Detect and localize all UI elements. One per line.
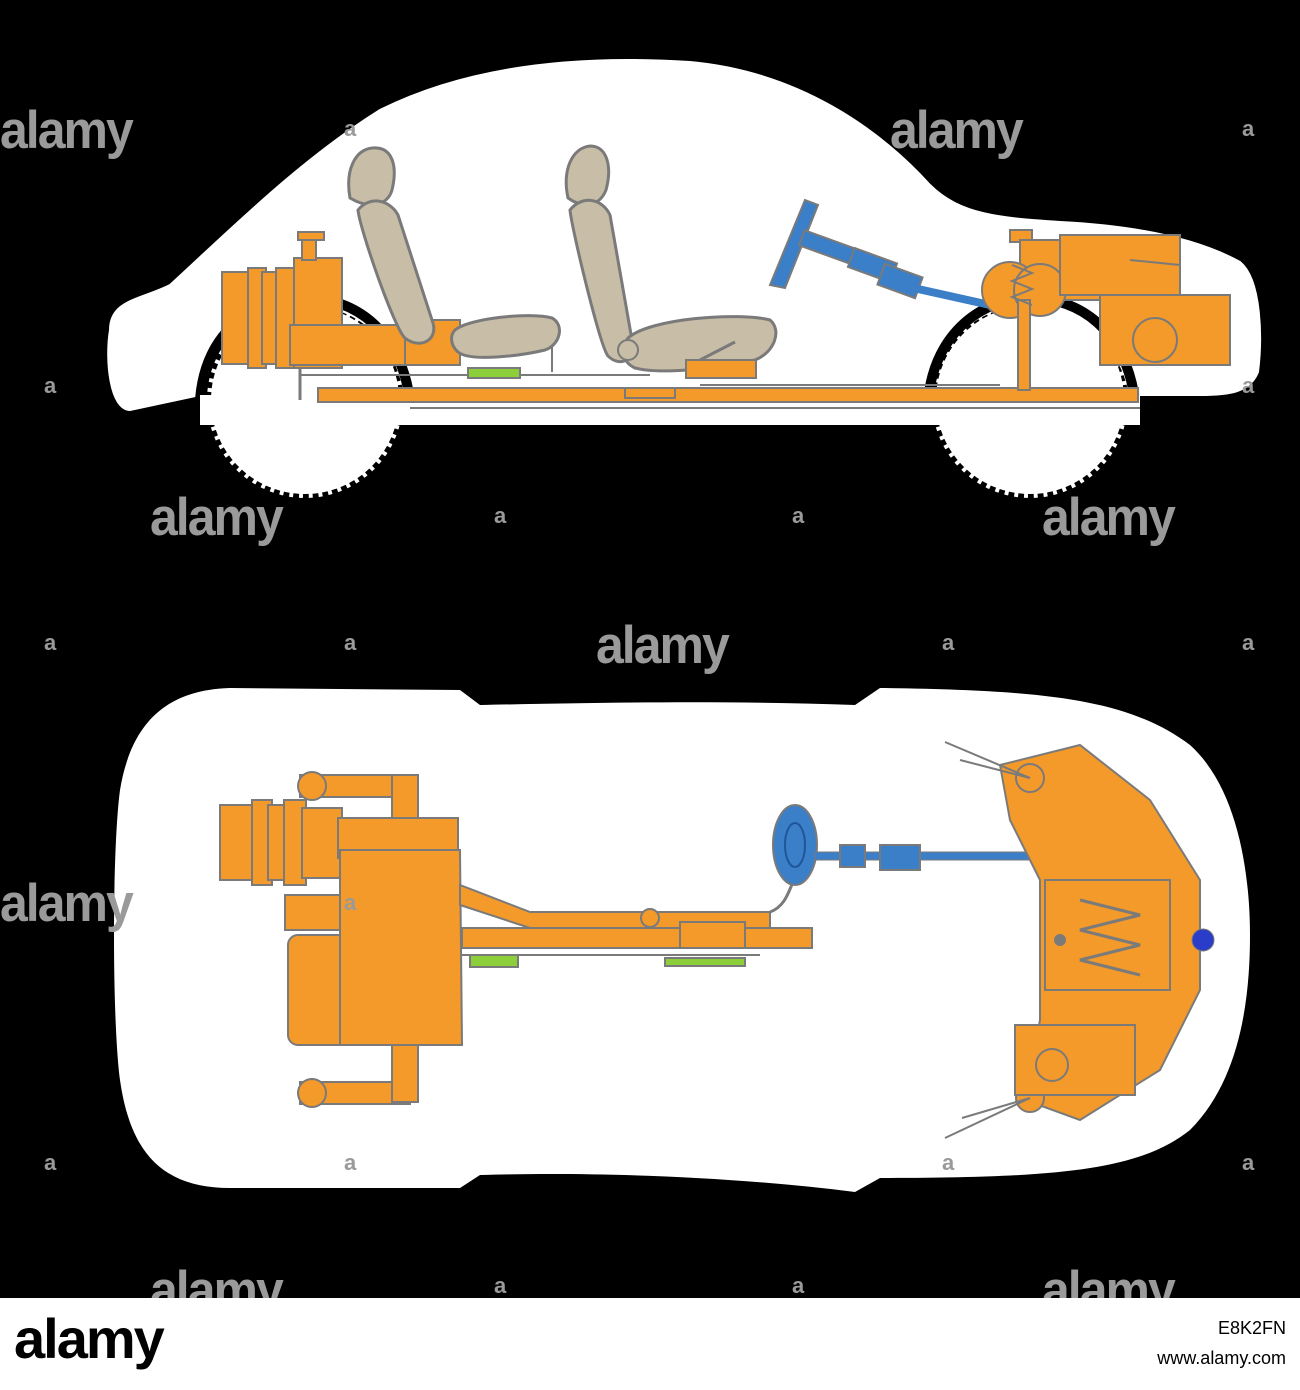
watermark-mark: a: [44, 1150, 57, 1175]
watermark-mark: a: [942, 1150, 955, 1175]
front-assembly-top: [944, 741, 1215, 1139]
watermark-mark: a: [44, 373, 57, 398]
watermark-mark: a: [44, 630, 57, 655]
watermark-mark: a: [792, 1273, 805, 1298]
watermark-mark: a: [1242, 116, 1255, 141]
watermark-mark: a: [344, 116, 357, 141]
watermark-mark: a: [1242, 1150, 1255, 1175]
engine-top: [219, 799, 464, 1046]
center-tunnel-top: [459, 868, 813, 968]
image-id: E8K2FN: [1217, 1318, 1286, 1338]
footer-url[interactable]: www.alamy.com: [1157, 1348, 1286, 1368]
watermark-mark: a: [792, 503, 805, 528]
watermark-mark: a: [1242, 373, 1255, 398]
watermark-mark: a: [344, 1150, 357, 1175]
handbrake-base: [685, 359, 757, 379]
front-assembly-side: [981, 229, 1231, 391]
green-part-1: [467, 367, 521, 379]
stock-footer: alamy E8K2FN www.alamy.com: [0, 1298, 1300, 1390]
steering-top: [772, 804, 1046, 886]
watermark-text: alamy: [890, 100, 1024, 160]
watermark-mark: a: [494, 503, 507, 528]
side-view: [107, 59, 1262, 502]
front-seat: [564, 144, 778, 373]
watermark-mark: a: [344, 630, 357, 655]
steering-side: [768, 198, 991, 309]
watermark-mark: a: [344, 890, 357, 915]
engine-side: [221, 231, 461, 400]
handbrake-lever: [699, 340, 736, 362]
alamy-logo: alamy: [14, 1307, 165, 1370]
watermark-text: alamy: [0, 873, 134, 933]
watermark-mark: a: [1242, 630, 1255, 655]
watermark-text: alamy: [0, 100, 134, 160]
watermark-text: alamy: [150, 487, 284, 547]
watermark-text: alamy: [1042, 487, 1176, 547]
watermark-mark: a: [494, 1273, 507, 1298]
top-view: [114, 688, 1250, 1192]
rear-seat: [347, 146, 561, 372]
chassis-rail: [317, 387, 1139, 403]
rear-axle-top: [297, 771, 419, 1108]
watermark-text: alamy: [596, 615, 730, 675]
shift-linkage: [624, 387, 676, 399]
watermark-mark: a: [942, 630, 955, 655]
